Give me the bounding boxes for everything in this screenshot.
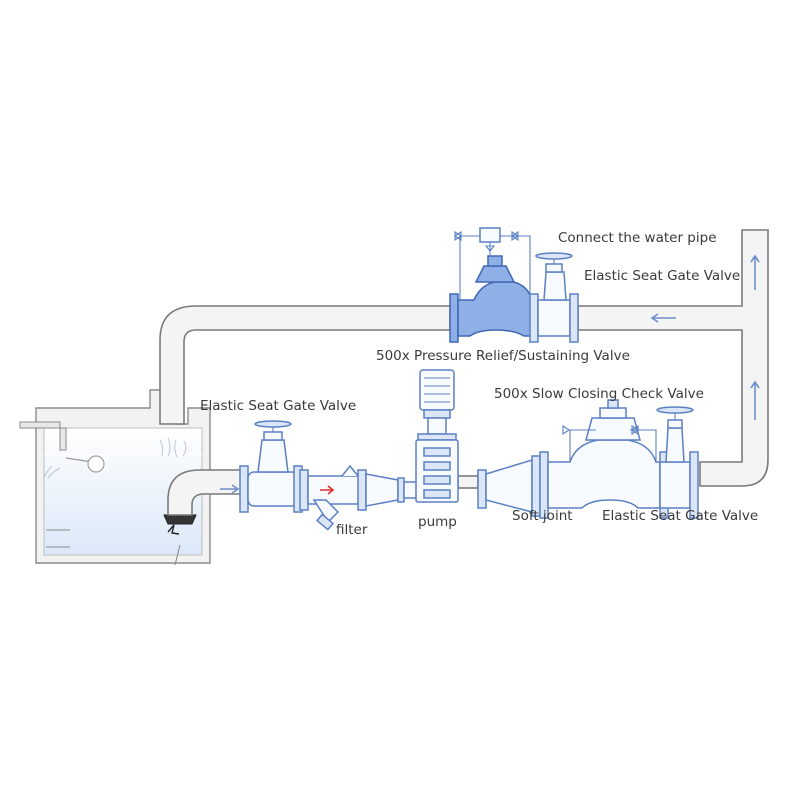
slow-closing-check-valve: [539, 399, 669, 519]
outlet-gate-valve: [656, 406, 699, 519]
needle-valve-icon: [484, 245, 496, 252]
slow-closing-check-valve-label: 500x Slow Closing Check Valve: [494, 386, 704, 402]
ball-valve-icon: [511, 230, 519, 242]
splash-icon: [43, 437, 187, 479]
float-ball-icon: [87, 455, 105, 473]
filter-flow-arrow-icon: [320, 485, 335, 495]
ball-valve-icon: [631, 424, 639, 436]
pressure-relief-valve-label: 500x Pressure Relief/Sustaining Valve: [376, 348, 630, 364]
soft-joint-label: Soft joint: [512, 508, 573, 524]
flow-arrow-icon: [750, 380, 760, 420]
piping: [159, 229, 769, 516]
suction-arrow-icon: [167, 524, 180, 535]
gate-valve-top-label: Elastic Seat Gate Valve: [584, 268, 740, 284]
connect-water-pipe-label: Connect the water pipe: [558, 230, 717, 246]
pressure-relief-sustaining-valve: [449, 227, 539, 343]
pilot-valve: [479, 227, 501, 243]
gate-valve-inlet-label: Elastic Seat Gate Valve: [200, 398, 356, 414]
handwheel-icon: [254, 420, 292, 428]
filter-label: filter: [336, 522, 368, 538]
flow-arrow-icon: [220, 484, 240, 494]
needle-valve-icon: [562, 424, 570, 436]
flow-arrow-icon: [650, 313, 676, 323]
soft-joint: [477, 455, 541, 517]
top-gate-valve: [529, 252, 579, 343]
pump-reducer: [365, 473, 419, 507]
handwheel-icon: [535, 252, 573, 260]
ball-valve-icon: [454, 230, 462, 242]
flow-arrows: [220, 254, 760, 494]
flow-arrow-icon: [750, 254, 760, 290]
suction-bell: [163, 514, 197, 525]
inlet-gate-valve: [239, 420, 303, 513]
y-strainer-filter: [299, 464, 367, 531]
vertical-pump: [415, 369, 459, 503]
handwheel-icon: [656, 406, 694, 414]
pump-label: pump: [418, 514, 457, 530]
gate-valve-outlet-label: Elastic Seat Gate Valve: [602, 508, 758, 524]
